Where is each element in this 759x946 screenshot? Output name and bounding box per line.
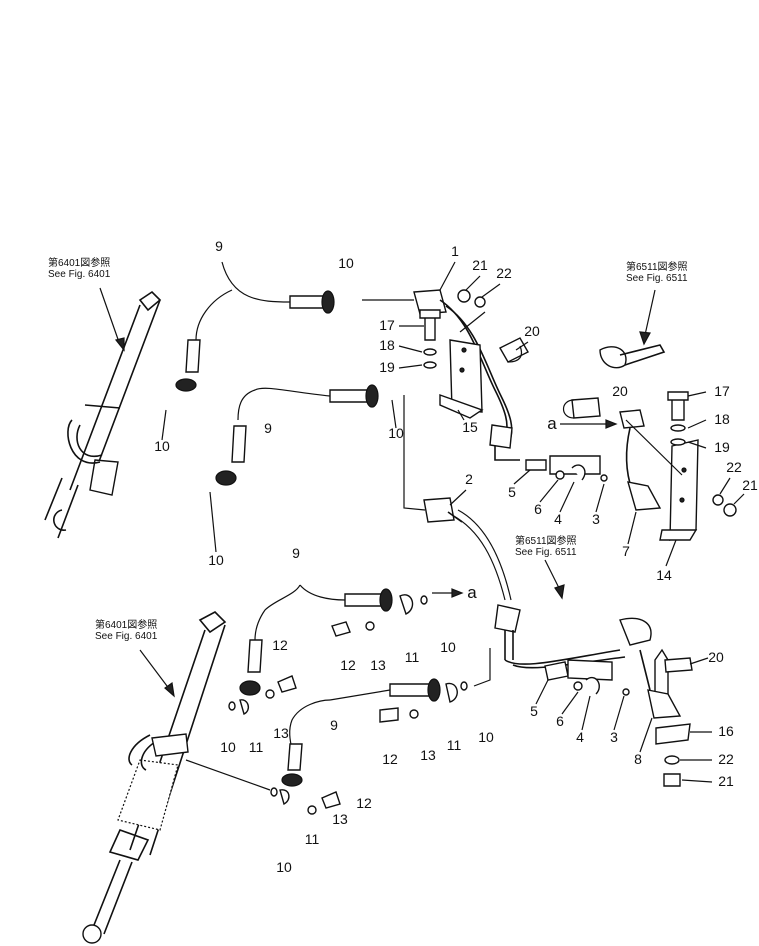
callout-13a: 13 (370, 657, 386, 673)
callout-10g: 10 (478, 729, 494, 745)
callout-6: 6 (534, 501, 542, 517)
callout-18: 18 (379, 337, 395, 353)
ref-6511b-en: See Fig. 6511 (515, 547, 577, 558)
callout-11c: 11 (447, 737, 462, 753)
callout-8: 8 (634, 751, 642, 767)
right-lower-bracket-group (544, 648, 693, 787)
callout-21c: 21 (718, 773, 734, 789)
callout-10c: 10 (154, 438, 170, 454)
callout-10e: 10 (440, 639, 456, 655)
hydraulic-cylinder-lower-left (82, 611, 227, 944)
callout-4: 4 (554, 511, 562, 527)
callout-9d: 9 (330, 717, 338, 733)
callout-14: 14 (656, 567, 672, 583)
ref-6401-jp: 第6401図参照 (48, 256, 110, 269)
hydraulic-cylinder-upper-left (44, 290, 162, 539)
callout-13c: 13 (420, 747, 436, 763)
callout-21: 21 (472, 257, 488, 273)
callout-19b: 19 (714, 439, 730, 455)
callout-7: 7 (622, 543, 630, 559)
callout-11d: 11 (305, 831, 320, 847)
callout-22: 22 (496, 265, 512, 281)
callout-18b: 18 (714, 411, 730, 427)
callout-21b: 21 (742, 477, 758, 493)
callout-19: 19 (379, 359, 395, 375)
callout-12c: 12 (382, 751, 398, 767)
callout-3b: 3 (610, 729, 618, 745)
callout-10h: 10 (276, 859, 292, 875)
callout-22b: 22 (726, 459, 742, 475)
callout-12d: 12 (356, 795, 372, 811)
callout-10f: 10 (220, 739, 236, 755)
ref-6511-jp: 第6511図参照 (626, 260, 688, 273)
callout-5: 5 (508, 484, 516, 500)
steel-tube-1-and-2 (403, 289, 652, 669)
callout-11a: 11 (405, 649, 420, 665)
callout-9a: 9 (215, 238, 223, 254)
callout-20: 20 (524, 323, 540, 339)
ref-6401b-en: See Fig. 6401 (95, 631, 158, 642)
hose-assembly-9-bottom (185, 584, 491, 815)
callout-12a: 12 (340, 657, 356, 673)
ref-6401-en: See Fig. 6401 (48, 269, 111, 280)
callout-11b: 11 (249, 739, 264, 755)
callout-17: 17 (379, 317, 395, 333)
callout-13d: 13 (332, 811, 348, 827)
callout-6b: 6 (556, 713, 564, 729)
callout-2: 2 (465, 471, 473, 487)
callout-16: 16 (718, 723, 734, 739)
callout-10b: 10 (388, 425, 404, 441)
callout-20c: 20 (708, 649, 724, 665)
leader-lines (161, 261, 745, 783)
arrow-mark-a-lower: a (467, 583, 477, 602)
callout-13b: 13 (273, 725, 289, 741)
ref-6401b-jp: 第6401図参照 (95, 618, 157, 631)
callout-10d: 10 (208, 552, 224, 568)
callout-4b: 4 (576, 729, 584, 745)
callout-9c: 9 (292, 545, 300, 561)
callout-17b: 17 (714, 383, 730, 399)
callout-15: 15 (462, 419, 478, 435)
callout-5b: 5 (530, 703, 538, 719)
callout-3: 3 (592, 511, 600, 527)
reference-arrows (99, 287, 656, 698)
ref-6511b-jp: 第6511図参照 (515, 534, 577, 547)
bracket-15 (419, 289, 529, 419)
callout-10a: 10 (338, 255, 354, 271)
callout-12b: 12 (272, 637, 288, 653)
hose-assembly-9-top (175, 261, 379, 486)
callout-9b: 9 (264, 420, 272, 436)
callout-22c: 22 (718, 751, 734, 767)
callout-1: 1 (451, 243, 459, 259)
arrow-mark-a-upper: a (547, 414, 557, 433)
ref-6511-en: See Fig. 6511 (626, 273, 688, 284)
callout-numbers: 1 21 22 17 18 19 20 15 2 10 9 9 10 10 10… (154, 238, 758, 875)
callout-20b: 20 (612, 383, 628, 399)
right-upper-bracket-group (525, 344, 737, 542)
